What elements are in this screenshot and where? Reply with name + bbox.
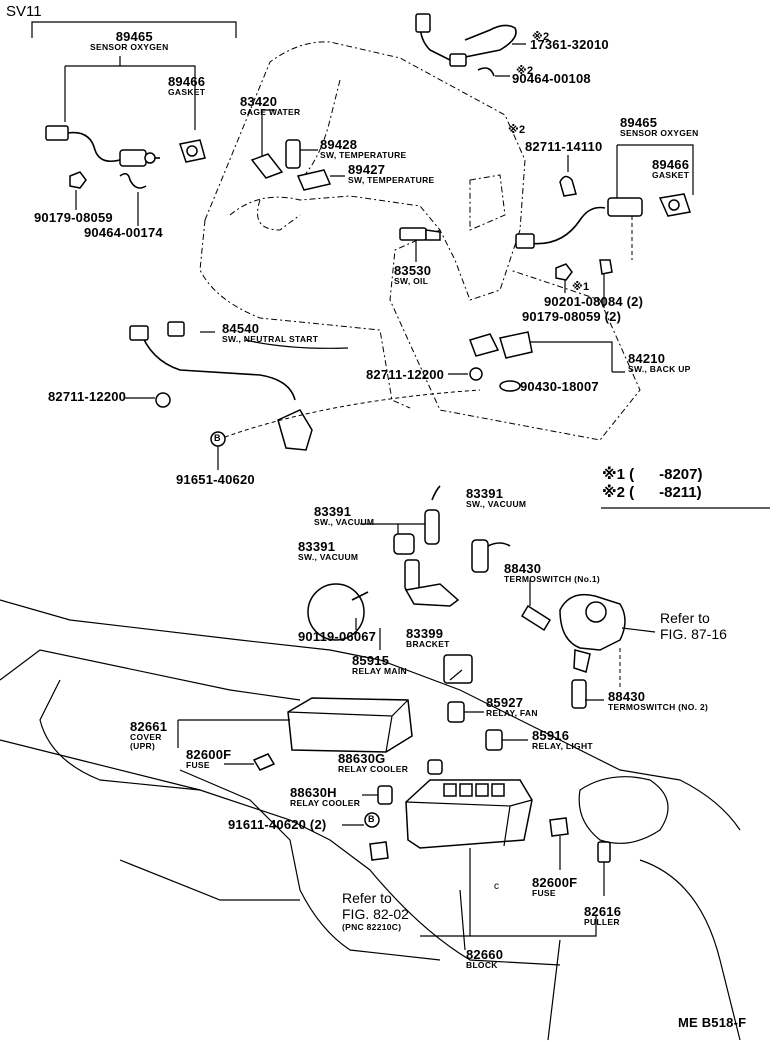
star2-mark-a: ※2 [532,31,550,43]
nut-90201-icon [555,263,573,281]
note-1: ※1 ( -8207) [602,466,703,483]
label-82711-14110: 82711-14110 [525,139,603,154]
neutral-start-switch-icon [129,321,313,451]
label-89465-left: 89465 SENSOR OXYGEN [90,29,169,52]
oxygen-sensor-left-icon [45,125,160,167]
ref-fig-82-02: Refer to FIG. 82-02 (PNC 82210C) [342,890,409,932]
label-82616: 82616 PULLER [584,904,622,927]
label-82711-12200-left: 82711-12200 [48,389,127,404]
label-83391-b: 83391 SW., VACUUM [466,486,527,509]
clip-90464-icon [477,67,495,77]
label-82660: 82660 BLOCK [466,947,504,970]
grommet-icon [369,841,389,861]
label-84210: 84210 SW., BACK UP [628,351,691,374]
label-82711-12200-right: 82711-12200 [366,367,445,382]
label-17361: 17361-32010 [530,37,609,52]
label-90430: 90430-18007 [520,379,599,394]
temp-switch-89428-icon [285,139,301,169]
oxygen-sensor-right-icon [515,197,643,249]
star2-mark-c: ※2 [508,124,526,136]
label-90464-right: 90464-00108 [512,71,591,86]
cap-90119-icon [307,583,365,641]
label-89466-left: 89466 GASKET [168,74,206,97]
washer-90430-icon [499,380,521,392]
fuse-block-icon [405,779,533,849]
hose-17361-icon [415,13,517,67]
label-85916: 85916 RELAY, LIGHT [532,728,593,751]
star1-mark: ※1 [572,281,590,293]
fuse-82600a-icon [252,753,276,771]
fuse-box-cover-icon [287,697,413,753]
vacuum-switch-c-icon [471,539,511,573]
label-85927: 85927 RELAY, FAN [486,695,538,718]
label-88430-no2: 88430 TERMOSWITCH (NO. 2) [608,689,709,712]
b-marker-lower-text: B [368,814,375,824]
label-88630g: 88630G RELAY COOLER [338,751,409,774]
back-up-switch-icon [469,331,533,359]
c-marker: c [494,881,499,892]
label-82600f-right: 82600F FUSE [532,875,578,898]
label-83530: 83530 SW, OIL [394,263,432,286]
thermoswitch-2-icon [571,679,587,709]
label-90464-left: 90464-00174 [84,225,163,240]
ref-fig-87-16: Refer to FIG. 87-16 [660,610,727,642]
relay-main-icon [443,654,473,684]
label-89465-right: 89465 SENSOR OXYGEN [620,115,699,138]
b-marker-text: B [214,433,221,443]
fuse-82600b-icon [549,817,569,837]
label-83420: 83420 GAGE WATER [240,94,301,117]
thermoswitch-1-icon [520,604,552,632]
relay-cooler-g-icon [427,759,443,775]
label-88430-no1: 88430 TERMOSWITCH (No.1) [504,561,601,584]
washer-90179-icon [599,259,613,275]
label-90201: 90201-08084 (2) [544,294,644,309]
gasket-left-icon [179,139,206,163]
label-83399: 83399 BRACKET [406,626,450,649]
nut-left-icon [69,171,87,189]
label-89427: 89427 SW, TEMPERATURE [348,162,435,185]
label-90179-right: 90179-08059 (2) [522,309,622,324]
label-82661: 82661 COVER (UPR) [130,719,168,751]
label-90179-left: 90179-08059 [34,210,113,225]
gage-water-icon [250,153,284,179]
clip-left-icon [119,172,147,189]
thermostat-housing-icon [559,593,626,673]
vacuum-switch-b-icon [393,533,420,591]
clamp-82711c-icon [469,367,483,381]
label-84540: 84540 SW., NEUTRAL START [222,321,319,344]
label-89428: 89428 SW, TEMPERATURE [320,137,407,160]
label-89466-right: 89466 GASKET [652,157,690,180]
label-83391-a: 83391 SW., VACUUM [314,504,375,527]
label-83391-c: 83391 SW., VACUUM [298,539,359,562]
label-85915: 85915 RELAY MAIN [352,653,407,676]
car-body-outline [0,599,741,831]
label-91611: 91611-40620 (2) [228,817,327,832]
note-2: ※2 ( -8211) [602,484,702,501]
relay-light-icon [485,729,503,751]
label-90119: 90119-06067 [298,629,377,644]
vacuum-switch-a-icon [424,485,441,545]
gasket-right-icon [658,193,691,217]
relay-fan-icon [447,701,465,723]
engine-outline [199,41,641,441]
bracket-83399-icon [404,583,460,607]
relay-cooler-h-icon [377,785,393,805]
label-91651: 91651-40620 [176,472,255,487]
diagram-code: SV11 [6,3,42,20]
nut-82711-icon [559,175,577,197]
star2-mark-b: ※2 [516,65,534,77]
label-88630h: 88630H RELAY COOLER [290,785,361,808]
label-82600f-left: 82600F FUSE [186,747,232,770]
puller-icon [597,841,611,863]
b-marker-lower-icon [364,812,380,828]
temp-switch-89427-icon [296,169,332,191]
oil-switch-icon [399,227,441,241]
clamp-82711b-icon [155,392,171,408]
footer-code: ME B518-F [678,1015,747,1030]
